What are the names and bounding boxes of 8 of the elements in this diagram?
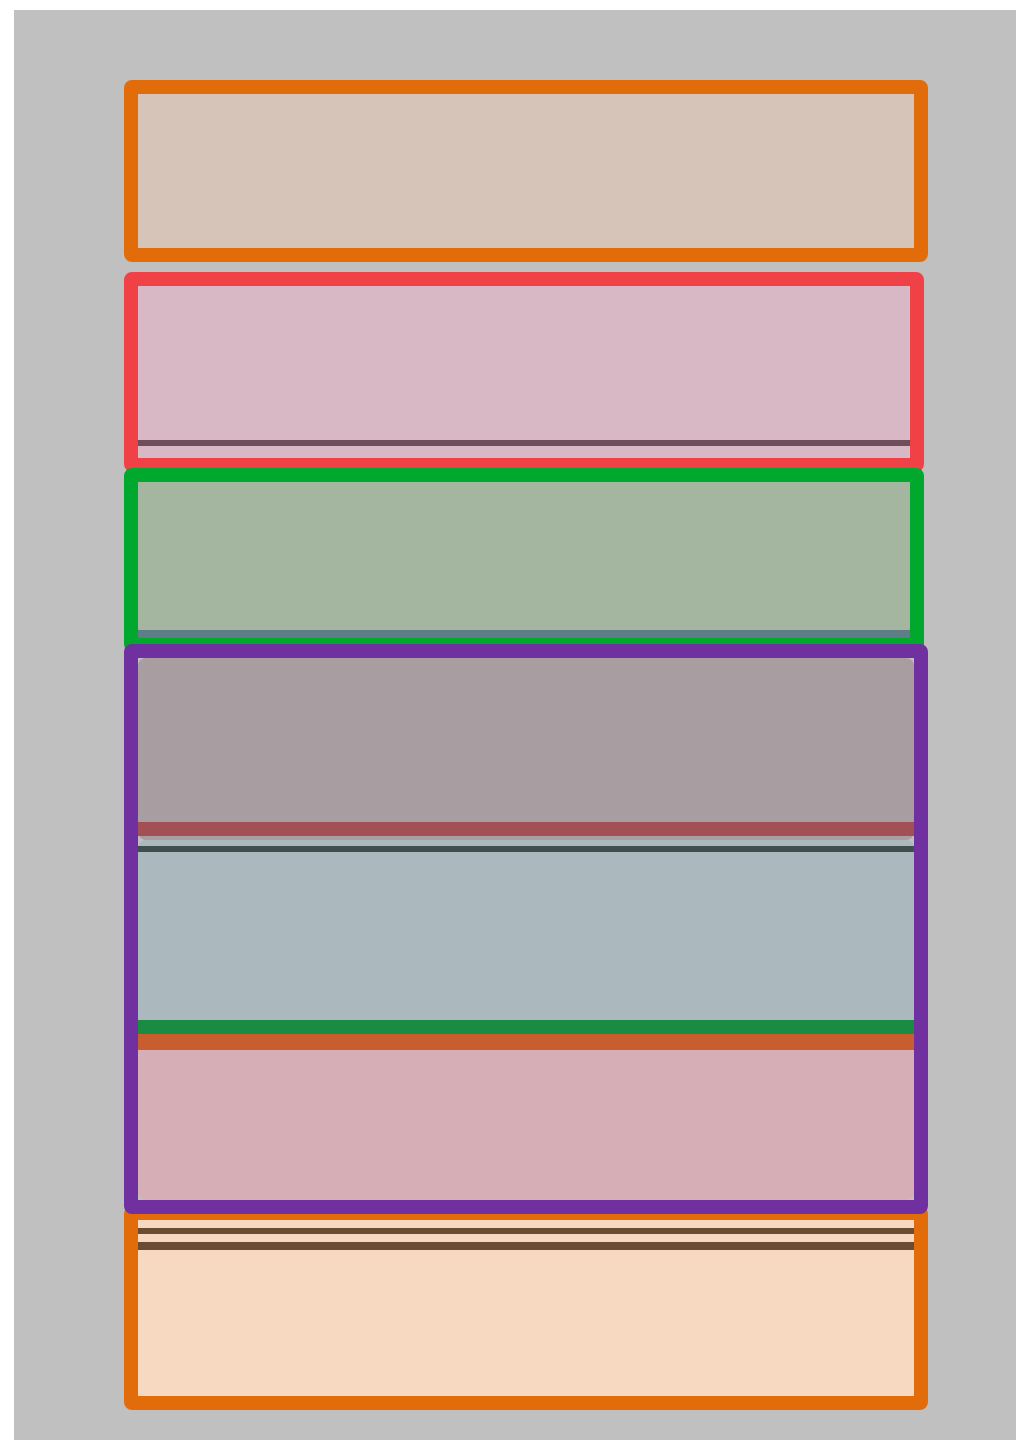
layer-box (124, 272, 924, 472)
layer-box (124, 1206, 928, 1410)
layer-box (138, 1034, 914, 1200)
layer-box (138, 840, 914, 1034)
layer-box (138, 658, 914, 840)
layer-box (124, 468, 924, 652)
layer-box (124, 80, 928, 262)
layer-box (124, 644, 928, 1214)
